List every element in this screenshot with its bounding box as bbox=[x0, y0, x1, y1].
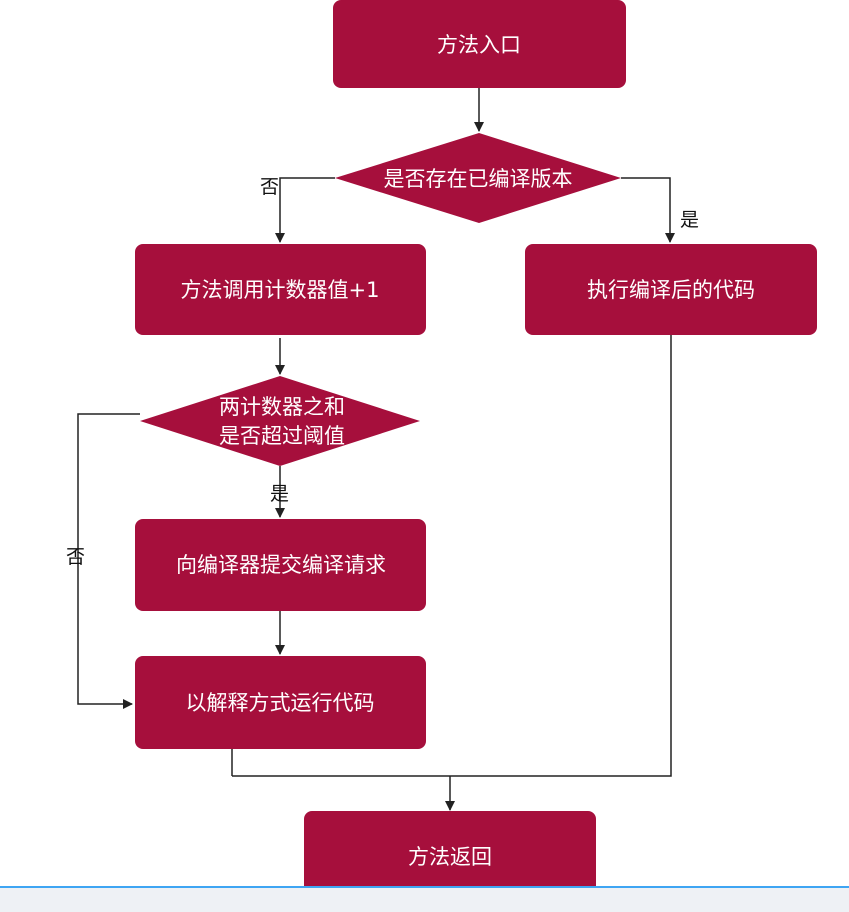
threshold-no-label: 否 bbox=[66, 546, 85, 568]
edge-run-to-merge bbox=[232, 334, 672, 777]
return-node bbox=[304, 811, 596, 901]
run-compiled-node bbox=[525, 244, 817, 335]
edge-check-no-to-counter bbox=[275, 177, 335, 243]
nodes: 方法入口 是否存在已编译版本 方法调用计数器值+1 执行编译后的代码 两计数器之… bbox=[135, 0, 817, 901]
check-compiled-diamond bbox=[335, 133, 621, 223]
progress-bar[interactable] bbox=[0, 886, 849, 912]
submit-compile-node bbox=[135, 519, 426, 611]
edge-threshold-no-to-interpret bbox=[77, 413, 140, 709]
check-no-label: 否 bbox=[260, 176, 279, 198]
return-label: 方法返回 bbox=[408, 845, 492, 869]
entry-node bbox=[333, 0, 626, 88]
increment-counter-label: 方法调用计数器值+1 bbox=[181, 278, 380, 302]
interpret-label: 以解释方式运行代码 bbox=[186, 691, 375, 715]
edge-labels: 否 是 是 否 bbox=[66, 176, 699, 568]
increment-counter-node bbox=[135, 244, 426, 335]
edge-check-yes-to-run bbox=[621, 177, 675, 243]
threshold-diamond bbox=[140, 376, 420, 466]
run-compiled-label: 执行编译后的代码 bbox=[587, 278, 755, 302]
interpret-node bbox=[135, 656, 426, 749]
check-yes-label: 是 bbox=[680, 209, 699, 231]
submit-compile-label: 向编译器提交编译请求 bbox=[176, 553, 386, 577]
threshold-label-line-1: 两计数器之和 bbox=[219, 395, 345, 419]
threshold-yes-label: 是 bbox=[270, 483, 289, 505]
edges bbox=[77, 88, 675, 811]
threshold-label-line-2: 是否超过阈值 bbox=[219, 424, 345, 448]
entry-label: 方法入口 bbox=[437, 33, 521, 57]
check-compiled-label: 是否存在已编译版本 bbox=[384, 167, 573, 191]
